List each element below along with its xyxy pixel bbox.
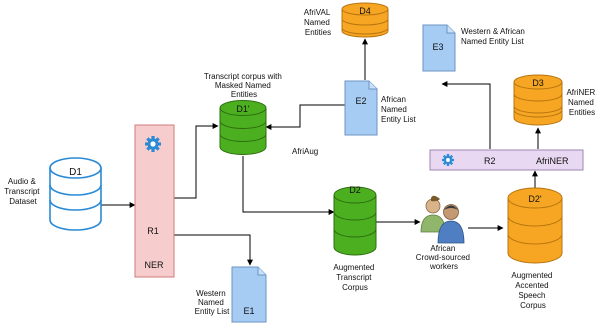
crowd-workers-icon <box>420 195 465 244</box>
e1-document: E1 <box>231 266 267 323</box>
d4-title: D4 <box>359 6 371 16</box>
e3-document: E3 <box>422 24 456 72</box>
r2-title: R2 <box>484 156 496 166</box>
d4-database: D4 <box>341 2 389 38</box>
r1-ner-module[interactable]: R1 NER <box>134 124 175 278</box>
r1-gear-icon <box>145 136 161 152</box>
edge-r1-d1p <box>174 123 219 199</box>
d2p-label: Augmented Accented Speech Corpus <box>511 271 554 310</box>
e1-title: E1 <box>243 306 254 316</box>
e2-document: E2 <box>344 80 378 136</box>
d3-label: AfriNER Named Entities <box>566 88 597 117</box>
d3-database: D3 <box>513 74 563 126</box>
d1-database: D1 <box>49 157 102 231</box>
d1p-label: Transcript corpus with Masked Named Enti… <box>204 72 284 99</box>
e3-title: E3 <box>432 42 443 52</box>
e3-label: Western & African Named Entity List <box>461 27 527 46</box>
e1-label: Western Named Entity List <box>195 289 230 316</box>
d1p-database: D1' <box>219 100 267 155</box>
d2p-database: D2' <box>507 187 563 264</box>
workers-label: African Crowd-sourced workers <box>416 244 472 271</box>
r1-sub: NER <box>144 260 164 270</box>
d4-label: AfriVAL Named Entities <box>304 8 332 37</box>
edge-r1-e1 <box>174 234 253 266</box>
d3-title: D3 <box>532 78 544 88</box>
r2-gear-icon <box>442 154 454 166</box>
d1-label: Audio & Transcript Dataset <box>4 177 42 206</box>
e2-label: African Named Entity List <box>381 95 416 124</box>
r1-title: R1 <box>147 226 159 236</box>
d2-label: Augmented Transcript Corpus <box>333 263 376 292</box>
afriaug-label: AfriAug <box>292 147 318 156</box>
edge-d1p-d2 <box>242 156 335 215</box>
edge-e2-d1p <box>265 104 345 130</box>
d2-database: D2 <box>333 185 377 256</box>
d2-title: D2 <box>349 185 361 195</box>
r2-afriner-module[interactable]: R2 AfriNER <box>429 149 584 171</box>
e2-title: E2 <box>355 96 366 106</box>
d1p-title: D1' <box>236 104 250 114</box>
d2p-title: D2' <box>528 194 542 204</box>
d1-title: D1 <box>69 167 82 178</box>
edge-r2-e3 <box>441 81 491 149</box>
r2-sub: AfriNER <box>536 156 569 166</box>
edges <box>101 38 541 266</box>
